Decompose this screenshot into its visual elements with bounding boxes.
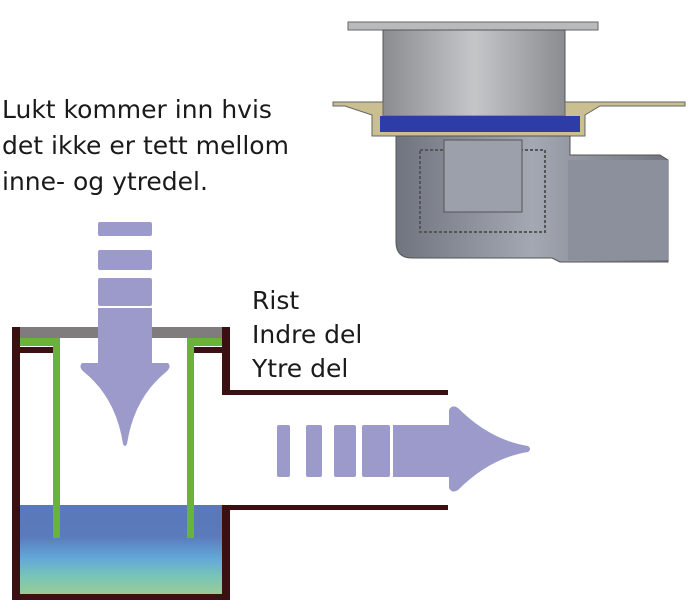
legend: Rist Indre del Ytre del — [252, 284, 362, 386]
legend-inner-part: Indre del — [252, 320, 363, 349]
outflow-arrow — [277, 406, 530, 492]
legend-grate: Rist — [252, 286, 300, 315]
intro-line: inne- og ytredel. — [2, 167, 208, 196]
outer-part — [12, 327, 448, 600]
inner-part — [20, 338, 222, 538]
grate — [20, 327, 222, 338]
intro-line: Lukt kommer inn hvis — [2, 95, 272, 124]
legend-outer-part: Ytre del — [252, 354, 349, 383]
intro-line: det ikke er tett mellom — [2, 131, 289, 160]
inflow-arrow — [80, 222, 170, 446]
intro-text: Lukt kommer inn hvis det ikke er tett me… — [2, 92, 289, 200]
floor-drain-illustration — [332, 21, 686, 263]
